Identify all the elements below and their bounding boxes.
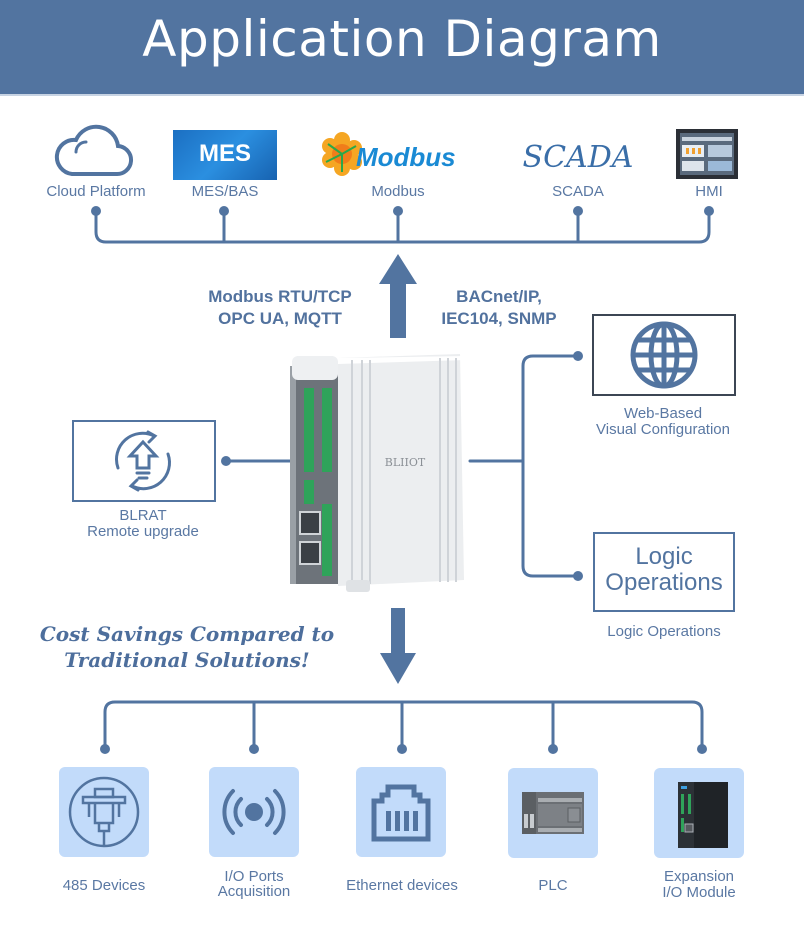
plc-icon xyxy=(522,792,584,834)
tile-485-devices xyxy=(59,767,149,857)
arrow-down-icon xyxy=(380,608,416,684)
protocols-right: BACnet/IP,IEC104, SNMP xyxy=(441,287,557,328)
remote-upgrade-box xyxy=(72,420,216,502)
cloud-icon xyxy=(54,124,134,177)
signal-broadcast-icon xyxy=(222,789,286,835)
gateway-device-image: BLIIOT xyxy=(290,354,466,592)
label-485-devices: 485 Devices xyxy=(62,877,146,894)
arrow-up-icon xyxy=(379,254,417,338)
label-ethernet-devices: Ethernet devices xyxy=(346,877,458,894)
header-banner: Application Diagram xyxy=(0,0,804,96)
serial-connector-icon xyxy=(68,776,140,848)
ethernet-port-icon xyxy=(371,784,431,842)
label-scada: SCADA xyxy=(552,183,604,200)
label-mes-bas: MES/BAS xyxy=(191,183,259,200)
web-config-box xyxy=(592,314,736,396)
label-hmi: HMI xyxy=(695,183,723,200)
remote-upgrade-icon xyxy=(115,430,171,492)
mes-logo: MES xyxy=(173,130,277,180)
scada-logo: SCADA xyxy=(522,140,634,175)
label-cloud-platform: Cloud Platform xyxy=(46,183,146,200)
tile-plc xyxy=(508,768,598,858)
tile-ethernet-devices xyxy=(356,767,446,857)
label-logic-operations: Logic Operations xyxy=(607,623,721,640)
tile-io-ports xyxy=(209,767,299,857)
page-title: Application Diagram xyxy=(142,10,662,68)
right-branch xyxy=(521,354,580,578)
svg-text:BLIIOT: BLIIOT xyxy=(385,456,426,469)
label-modbus: Modbus xyxy=(371,183,425,200)
top-bus-line xyxy=(94,211,711,244)
tile-expansion-io xyxy=(654,768,744,858)
io-module-icon xyxy=(678,782,728,848)
modbus-logo-text: Modbus xyxy=(356,142,456,172)
label-plc: PLC xyxy=(538,877,568,894)
hmi-screen-icon xyxy=(676,129,738,179)
modbus-logo-icon xyxy=(322,132,362,176)
globe-icon xyxy=(630,321,698,389)
